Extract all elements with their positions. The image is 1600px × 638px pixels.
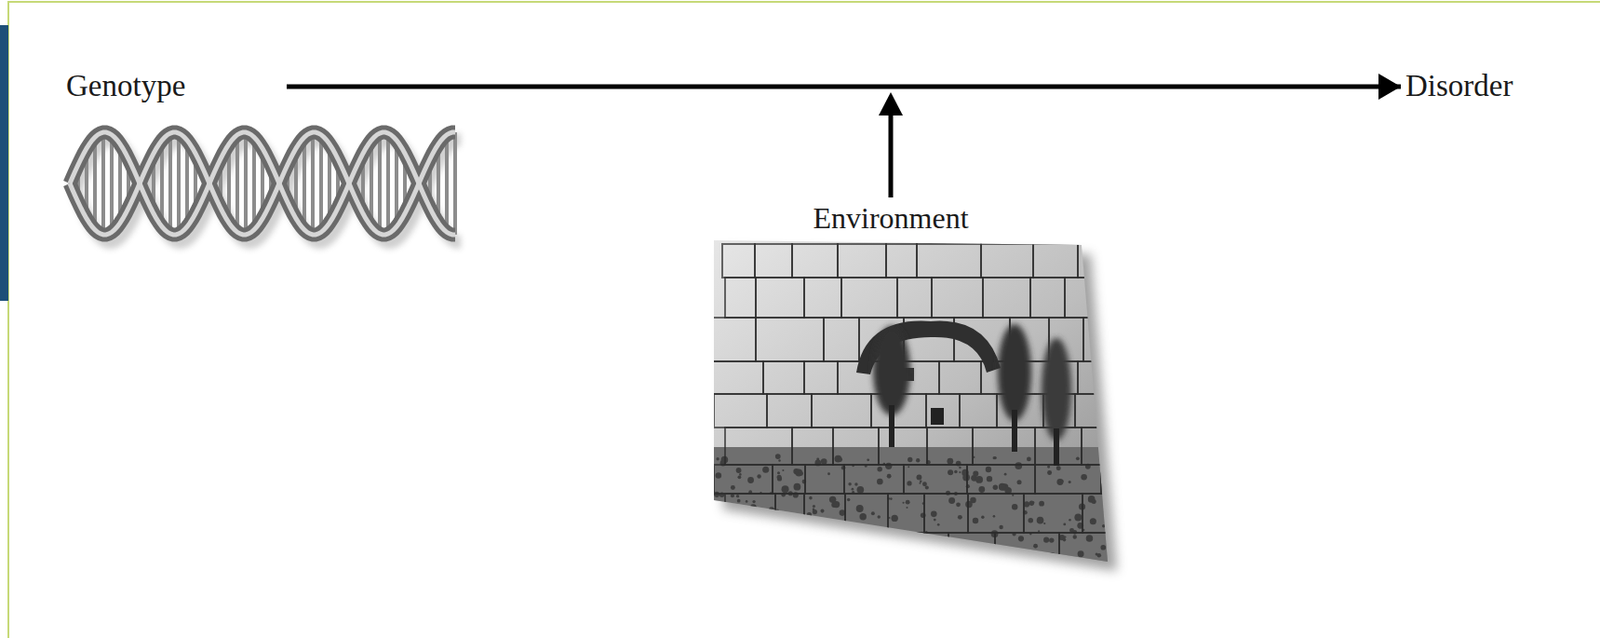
node-label: Genotype bbox=[66, 68, 283, 105]
text-node: Genotype bbox=[61, 64, 287, 109]
text-node: Disorder bbox=[1400, 64, 1518, 109]
node-label: Disorder bbox=[1405, 68, 1513, 105]
landscape-picture bbox=[707, 240, 1180, 578]
slide-frame bbox=[8, 1, 1600, 638]
environment-label: Environment bbox=[809, 201, 971, 236]
arrow-line bbox=[286, 84, 1401, 90]
side-bar bbox=[0, 25, 9, 301]
dna-helix bbox=[69, 132, 461, 243]
environment-arrow bbox=[878, 92, 903, 198]
